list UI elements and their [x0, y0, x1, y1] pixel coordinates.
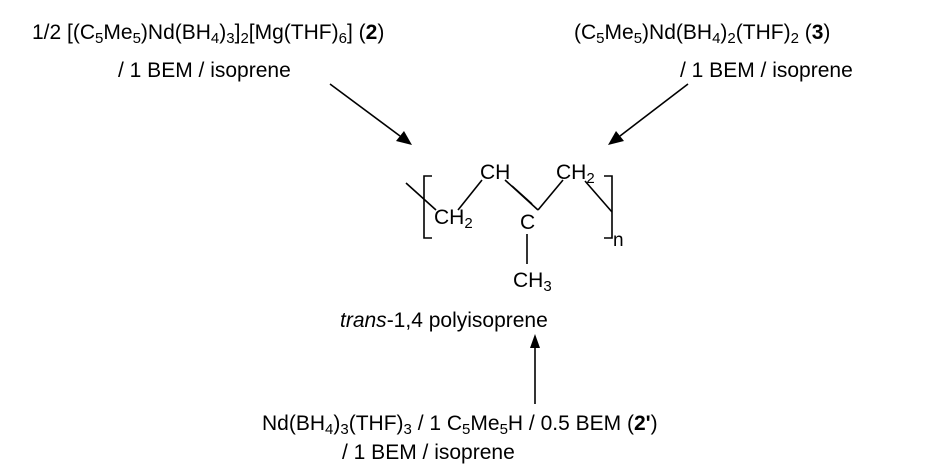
formula-part: (C [574, 21, 597, 44]
formula-part: Nd(BH [262, 412, 326, 435]
formula-part: 3 [811, 21, 824, 44]
formula-part: 2 [365, 21, 378, 44]
formula-part: 2' [633, 412, 651, 435]
atom-ch2-left: CH2 [434, 206, 473, 232]
formula-part: 5 [462, 421, 471, 438]
formula-part: 3 [340, 421, 349, 438]
formula-part: )Nd(BH [642, 21, 713, 44]
formula-part: ) [377, 21, 385, 44]
formula-part: 5 [596, 30, 605, 47]
formula-part: ) [823, 21, 831, 44]
atom-ch3: CH3 [513, 269, 552, 295]
atom-c-center: C [520, 211, 536, 234]
product-name: trans-1,4 polyisoprene [340, 309, 548, 332]
catalyst-2-formula: 1/2 [(C5Me5)Nd(BH4)3]2[Mg(THF)6] (2) [32, 21, 385, 46]
formula-part: 3 [226, 30, 235, 47]
arrowhead-catalyst-2 [396, 131, 412, 145]
formula-part: Me [103, 21, 133, 44]
bond-chain-end [584, 180, 613, 213]
formula-part: (THF) [735, 21, 791, 44]
formula-part: Me [470, 412, 500, 435]
catalyst-2prime-formula: Nd(BH4)3(THF)3 / 1 C5Me5H / 0.5 BEM (2') [262, 412, 658, 437]
formula-part: (THF) [348, 412, 404, 435]
arrowhead-catalyst-2prime [530, 334, 540, 348]
atom-ch: CH [480, 161, 511, 184]
atom-ch2-top: CH2 [556, 161, 595, 187]
formula-part: 2 [240, 30, 249, 47]
formula-part: ) [333, 412, 341, 435]
bond-ch-c-double-2 [511, 185, 533, 205]
catalyst-3-conditions: / 1 BEM / isoprene [680, 59, 853, 82]
formula-part: H / 0.5 BEM ( [507, 412, 634, 435]
formula-part: 4 [210, 30, 220, 47]
formula-part: 5 [132, 30, 141, 47]
formula-part: ( [798, 21, 812, 44]
formula-part: 5 [633, 30, 643, 47]
formula-part: ) [650, 412, 658, 435]
formula-part: 2 [790, 30, 799, 47]
bond-ch2-ch [457, 179, 483, 211]
catalyst-3-formula: (C5Me5)Nd(BH4)2(THF)2 (3) [574, 21, 831, 46]
formula-part: 2 [727, 30, 736, 47]
arrowhead-catalyst-3 [608, 131, 624, 145]
formula-part: 6 [338, 30, 347, 47]
formula-part: ) [219, 21, 227, 44]
formula-part: / 1 C [411, 412, 463, 435]
catalyst-2-conditions: / 1 BEM / isoprene [118, 59, 291, 82]
bond-c-ch2 [537, 179, 564, 211]
left-bracket [423, 175, 432, 239]
formula-part: 5 [499, 421, 508, 438]
repeat-index-n: n [613, 230, 624, 251]
formula-part: [Mg(THF) [248, 21, 339, 44]
formula-part: 1/2 [(C [32, 21, 96, 44]
arrow-from-catalyst-2 [329, 83, 401, 137]
bond-chain-start [405, 182, 437, 211]
formula-part: 4 [325, 421, 334, 438]
formula-part: 4 [712, 30, 721, 47]
formula-part: Me [604, 21, 634, 44]
catalyst-2prime-conditions: / 1 BEM / isoprene [342, 441, 515, 464]
formula-part: 3 [403, 421, 412, 438]
arrow-from-catalyst-3 [619, 83, 689, 137]
formula-part: 5 [95, 30, 104, 47]
right-bracket [604, 175, 613, 239]
formula-part: ) [720, 21, 728, 44]
formula-part: ] [234, 21, 241, 44]
formula-part: ] ( [346, 21, 366, 44]
formula-part: )Nd(BH [140, 21, 211, 44]
